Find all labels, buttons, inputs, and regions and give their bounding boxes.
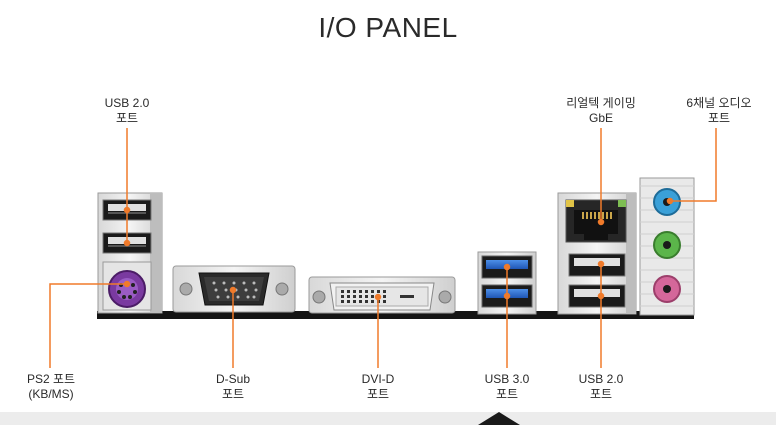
label-usb20-top: USB 2.0 포트 xyxy=(104,96,150,125)
lan-usb-stack xyxy=(557,192,637,315)
label-audio: 6채널 오디오 포트 xyxy=(686,96,752,125)
label-ps2: PS2 포트 (KB/MS) xyxy=(26,372,76,401)
label-lan: 리얼텍 게이밍 GbE xyxy=(566,96,636,125)
audio-stack xyxy=(639,177,695,316)
io-board xyxy=(97,311,694,319)
bottom-band xyxy=(0,412,776,425)
callout-lines xyxy=(49,128,717,368)
page-title: I/O PANEL xyxy=(318,12,458,43)
bottom-arrow xyxy=(478,412,520,425)
label-usb30: USB 3.0 포트 xyxy=(484,372,530,401)
label-dsub: D-Sub 포트 xyxy=(215,372,250,401)
callout-line-audio xyxy=(670,128,717,202)
callout-line-ps2 xyxy=(49,283,127,368)
label-dvi: DVI-D 포트 xyxy=(361,372,395,401)
label-usb20-bottom: USB 2.0 포트 xyxy=(578,372,624,401)
dvi-port xyxy=(308,276,456,314)
